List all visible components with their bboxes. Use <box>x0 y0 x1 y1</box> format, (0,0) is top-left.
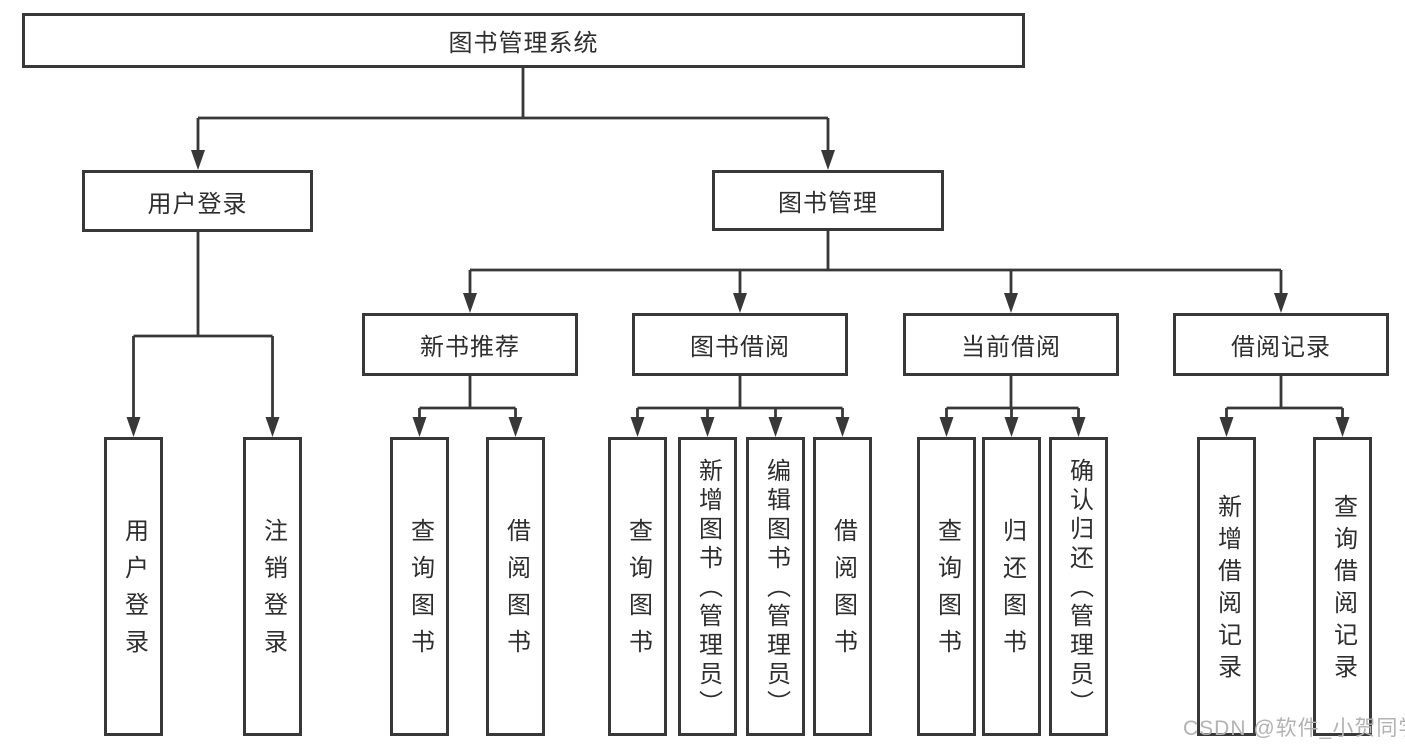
connector <box>196 68 830 151</box>
node-label: 当前借阅 <box>961 334 1061 361</box>
arrow-down-icon <box>630 417 645 437</box>
arrowheads-group <box>126 150 1350 437</box>
node-book-management: 图书管理 <box>712 170 944 231</box>
node-label: 查询图书 <box>933 517 961 666</box>
leaf-query-books-borrow: 查询图书 <box>608 437 667 736</box>
arrow-down-icon <box>1274 293 1288 313</box>
leaf-confirm-return-admin: 确认归还（管理员） <box>1049 437 1108 736</box>
leaf-return-books: 归还图书 <box>982 437 1041 736</box>
node-label: 查询图书 <box>624 517 652 666</box>
arrow-down-icon <box>508 417 523 437</box>
leaf-borrow-books-recommend: 借阅图书 <box>486 437 545 736</box>
leaf-query-borrow-record: 查询借阅记录 <box>1313 437 1372 736</box>
node-borrowing-records: 借阅记录 <box>1173 313 1389 376</box>
leaf-borrow-books: 借阅图书 <box>813 437 872 736</box>
connector <box>468 231 1283 294</box>
connector <box>132 232 274 418</box>
node-label: 新书推荐 <box>420 334 520 361</box>
node-library-management-system: 图书管理系统 <box>22 13 1025 68</box>
arrow-down-icon <box>821 150 835 170</box>
connector <box>636 376 844 418</box>
node-label: 归还图书 <box>998 517 1026 666</box>
node-new-book-recommend: 新书推荐 <box>362 313 578 376</box>
node-label: 图书管理 <box>778 190 878 217</box>
node-label: 用户登录 <box>120 517 148 666</box>
node-label: 借阅记录 <box>1231 334 1331 361</box>
leaf-user-login: 用户登录 <box>104 437 163 736</box>
node-label: 查询借阅记录 <box>1329 493 1357 686</box>
connector <box>945 376 1080 418</box>
leaf-query-books-recommend: 查询图书 <box>390 437 449 736</box>
arrow-down-icon <box>1219 417 1234 437</box>
node-label: 确认归还（管理员） <box>1065 458 1093 719</box>
leaf-add-books-admin: 新增图书（管理员） <box>678 437 737 736</box>
arrow-down-icon <box>768 417 783 437</box>
node-label: 借阅图书 <box>829 517 857 666</box>
arrow-down-icon <box>733 293 747 313</box>
arrow-down-icon <box>700 417 715 437</box>
node-label: 用户登录 <box>147 190 248 218</box>
node-book-borrowing: 图书借阅 <box>632 313 848 376</box>
node-label: 新增图书（管理员） <box>694 458 722 719</box>
node-label: 编辑图书（管理员） <box>762 458 790 719</box>
arrow-down-icon <box>265 417 280 437</box>
connector <box>1225 376 1344 418</box>
arrow-down-icon <box>1004 417 1019 437</box>
arrow-down-icon <box>1071 417 1086 437</box>
arrow-down-icon <box>191 150 205 170</box>
node-label: 新增借阅记录 <box>1213 493 1241 686</box>
leaf-add-borrow-record: 新增借阅记录 <box>1197 437 1256 736</box>
leaf-logout: 注销登录 <box>243 437 302 736</box>
node-label: 借阅图书 <box>502 517 530 666</box>
leaf-query-books-current: 查询图书 <box>917 437 976 736</box>
leaf-edit-books-admin: 编辑图书（管理员） <box>746 437 805 736</box>
node-label: 图书管理系统 <box>448 30 599 57</box>
node-user-login: 用户登录 <box>82 170 313 232</box>
arrow-down-icon <box>939 417 954 437</box>
watermark: CSDN @软件_小贺同学 <box>1183 717 1405 740</box>
node-label: 注销登录 <box>259 517 287 666</box>
connector-group <box>132 68 1344 418</box>
connector <box>418 376 517 418</box>
arrow-down-icon <box>126 417 141 437</box>
node-label: 查询图书 <box>406 517 434 666</box>
node-current-borrowing: 当前借阅 <box>903 313 1119 376</box>
arrow-down-icon <box>835 417 850 437</box>
arrow-down-icon <box>412 417 427 437</box>
arrow-down-icon <box>1004 293 1018 313</box>
arrow-down-icon <box>463 293 477 313</box>
node-label: 图书借阅 <box>690 334 790 361</box>
arrow-down-icon <box>1335 417 1350 437</box>
